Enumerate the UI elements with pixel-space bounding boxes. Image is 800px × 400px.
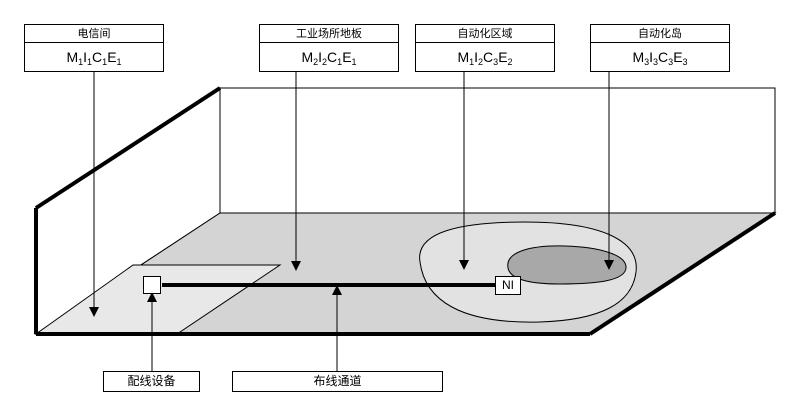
code-letter: C	[92, 49, 103, 65]
code-subscript: 3	[668, 57, 674, 67]
code-subscript: 2	[478, 57, 484, 67]
code-subscript: 2	[507, 57, 513, 67]
code-subscript: 1	[351, 57, 357, 67]
back-wall	[219, 87, 776, 214]
code-letter: I	[474, 49, 479, 65]
code-letter: I	[318, 49, 323, 65]
zone-title: 工业场所地板	[260, 25, 398, 43]
automation-island-zone	[507, 245, 627, 285]
code-letter: C	[658, 49, 669, 65]
zone-code: M1I2C3E2	[416, 43, 554, 72]
code-subscript: 2	[313, 57, 319, 67]
code-letter: I	[83, 49, 88, 65]
code-letter: C	[327, 49, 338, 65]
code-letter: E	[498, 49, 508, 65]
code-letter: E	[342, 49, 352, 65]
code-subscript: 1	[87, 57, 93, 67]
code-letter: I	[649, 49, 654, 65]
distribution-device-label: 配线设备	[103, 371, 200, 392]
top-thick-edge	[34, 86, 222, 210]
network-interface-box: NI	[495, 276, 521, 295]
code-letter: M	[66, 49, 79, 65]
zone-label-industrial-floor: 工业场所地板 M2I2C1E1	[259, 24, 399, 72]
code-subscript: 1	[337, 57, 343, 67]
code-subscript: 2	[322, 57, 328, 67]
zone-label-telecom-room: 电信间 M1I1C1E1	[24, 24, 164, 72]
code-subscript: 3	[644, 57, 650, 67]
zone-code: M3I3C3E3	[591, 43, 729, 72]
code-subscript: 1	[116, 57, 122, 67]
zone-label-automation-island: 自动化岛 M3I3C3E3	[590, 24, 730, 72]
zone-code: M1I1C1E1	[25, 43, 163, 72]
right-thick-edge	[588, 211, 777, 336]
zone-title: 自动化区域	[416, 25, 554, 43]
code-letter: E	[673, 49, 683, 65]
code-subscript: 3	[682, 57, 688, 67]
code-letter: C	[483, 49, 494, 65]
zone-title: 电信间	[25, 25, 163, 43]
code-letter: E	[107, 49, 117, 65]
zone-label-automation-area: 自动化区域 M1I2C3E2	[415, 24, 555, 72]
code-subscript: 1	[102, 57, 108, 67]
zone-code: M2I2C1E1	[260, 43, 398, 72]
code-subscript: 3	[493, 57, 499, 67]
distribution-device-square	[143, 276, 161, 294]
code-letter: M	[457, 49, 470, 65]
zone-title: 自动化岛	[591, 25, 729, 43]
code-letter: M	[301, 49, 314, 65]
code-subscript: 1	[78, 57, 84, 67]
cabling-channel-label: 布线通道	[232, 371, 443, 392]
code-subscript: 3	[653, 57, 659, 67]
code-letter: M	[632, 49, 645, 65]
code-subscript: 1	[469, 57, 475, 67]
